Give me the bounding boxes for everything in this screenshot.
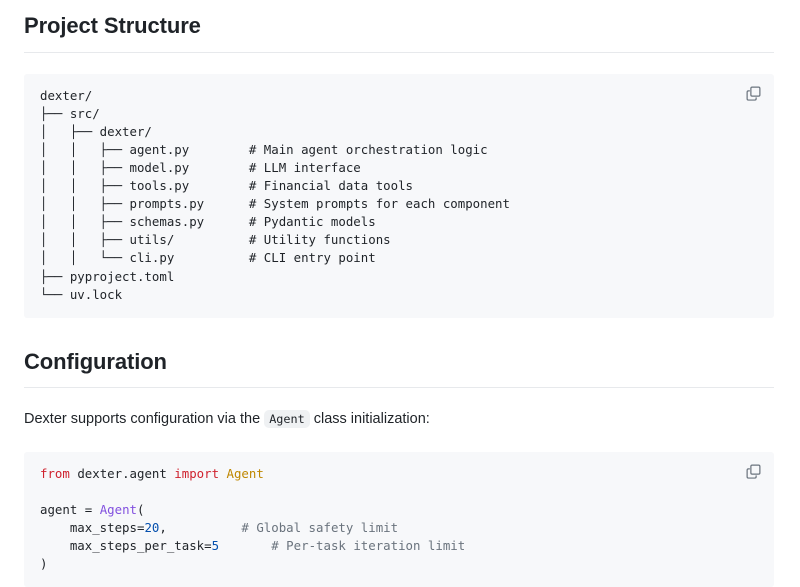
project-tree-code: dexter/ ├── src/ │ ├── dexter/ │ │ ├── a… bbox=[40, 87, 510, 302]
code-token-plain: ) bbox=[40, 556, 48, 572]
code-token-plain: dexter.agent bbox=[77, 465, 175, 481]
code-token-plain: agent = bbox=[40, 501, 100, 517]
heading-divider bbox=[24, 387, 774, 389]
code-token-num: 20 bbox=[144, 520, 160, 536]
heading-divider bbox=[24, 51, 774, 53]
code-token-plain bbox=[219, 538, 271, 553]
code-token-plain: , bbox=[159, 520, 242, 536]
description-text-after: class initialization: bbox=[313, 411, 430, 428]
code-token-plain: max_steps= bbox=[40, 520, 145, 536]
code-token-func: Agent bbox=[99, 501, 137, 517]
code-token-plain: max_steps_per_task= bbox=[40, 538, 212, 554]
inline-code-agent: Agent bbox=[264, 410, 310, 429]
code-token-comment: # Global safety limit bbox=[241, 520, 399, 536]
code-block-project-structure: dexter/ ├── src/ │ ├── dexter/ │ │ ├── a… bbox=[24, 73, 774, 318]
code-token-keyword: import bbox=[174, 465, 227, 481]
code-token-class: Agent bbox=[226, 465, 264, 481]
configuration-description: Dexter supports configuration via the Ag… bbox=[24, 388, 776, 430]
code-token-comment: # Per-task iteration limit bbox=[271, 538, 466, 554]
code-token-keyword: from bbox=[40, 465, 78, 481]
code-token-plain: ( bbox=[137, 501, 145, 517]
copy-icon[interactable] bbox=[742, 461, 764, 483]
description-text-before: Dexter supports configuration via the bbox=[24, 411, 261, 428]
page-title: Project Structure bbox=[24, 13, 201, 38]
python-config-code: from dexter.agent import Agent agent = A… bbox=[40, 465, 758, 574]
section-title-configuration: Configuration bbox=[24, 348, 167, 374]
code-token-num: 5 bbox=[211, 538, 220, 554]
code-block-configuration: from dexter.agent import Agent agent = A… bbox=[24, 451, 774, 587]
copy-icon[interactable] bbox=[742, 83, 764, 105]
